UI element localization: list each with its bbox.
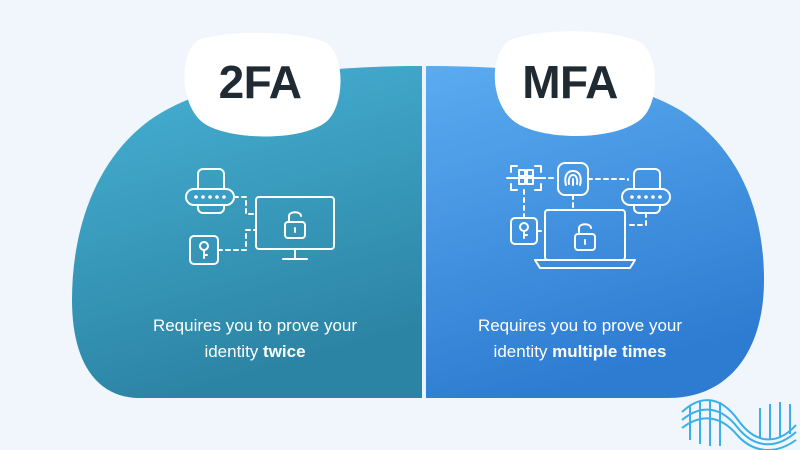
left-connector-top — [233, 196, 257, 215]
right-connector-phone-down — [625, 212, 647, 226]
right-title-bubble — [494, 31, 655, 136]
left-blob — [72, 66, 422, 398]
left-caption-line2: identity twice — [110, 339, 400, 365]
right-caption-prefix: identity — [493, 342, 553, 361]
right-blob — [426, 66, 764, 398]
laptop-lock-icon — [534, 209, 636, 269]
left-caption-emphasis: twice — [263, 342, 306, 361]
right-icons — [506, 162, 671, 269]
right-title: MFA — [522, 56, 618, 108]
right-caption-emphasis: multiple times — [552, 342, 667, 361]
left-title-bubble — [184, 32, 341, 137]
left-icons — [185, 168, 335, 265]
left-caption: Requires you to prove your identity twic… — [110, 313, 400, 365]
left-title: 2FA — [218, 56, 302, 108]
left-caption-prefix: identity — [204, 342, 264, 361]
face-scan-icon — [506, 165, 546, 191]
left-connector-bottom — [217, 229, 257, 251]
logo-ribbon-icon — [681, 399, 797, 450]
right-caption-line2: identity multiple times — [430, 339, 730, 365]
phone-password-icon-right — [621, 168, 671, 214]
right-connector-phone — [587, 178, 629, 181]
left-caption-line1: Requires you to prove your — [152, 316, 358, 335]
right-caption-line1: Requires you to prove your — [477, 316, 683, 335]
right-caption: Requires you to prove your identity mult… — [430, 313, 730, 365]
monitor-lock-icon — [255, 196, 335, 260]
